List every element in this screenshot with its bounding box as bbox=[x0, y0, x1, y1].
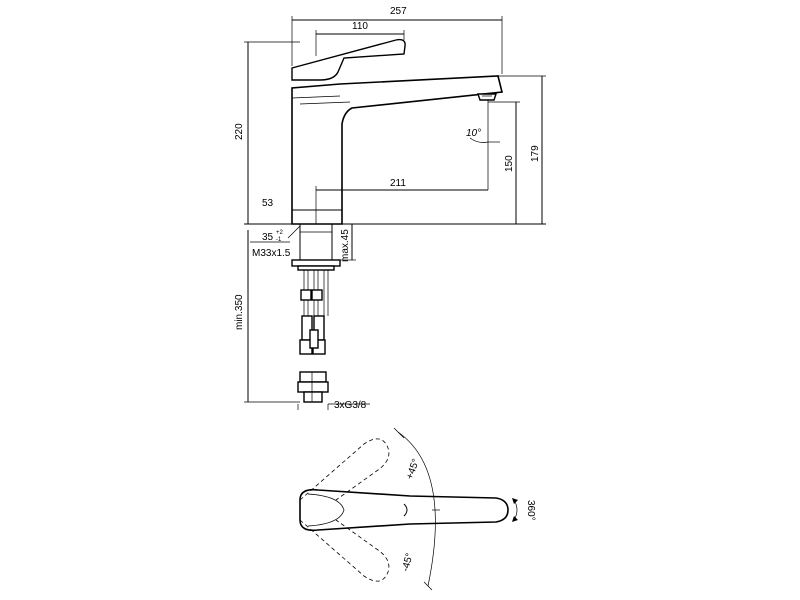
dim-max45: max.45 bbox=[340, 229, 351, 262]
angle-minus45: -45° bbox=[400, 552, 415, 573]
dim-257: 257 bbox=[390, 6, 407, 17]
dim-35-plus: +2 bbox=[276, 230, 284, 236]
dim-35-minus: -1 bbox=[276, 237, 282, 243]
dim-211: 211 bbox=[390, 178, 406, 189]
dim-35: 35 bbox=[262, 232, 274, 243]
angle-plus45: +45° bbox=[404, 458, 422, 481]
dim-150: 150 bbox=[504, 155, 515, 172]
dimension-lines bbox=[244, 16, 546, 410]
dim-179: 179 bbox=[530, 145, 541, 162]
dim-220: 220 bbox=[234, 123, 245, 140]
dim-min350: min.350 bbox=[234, 294, 245, 330]
dim-thread: M33x1.5 bbox=[252, 248, 291, 259]
dim-connections: 3xG3/8 bbox=[334, 400, 367, 411]
faucet-side-view bbox=[291, 38, 503, 225]
dim-10-deg: 10° bbox=[466, 128, 481, 139]
dim-53: 53 bbox=[262, 198, 274, 209]
mounting-assembly bbox=[291, 223, 341, 403]
top-view-labels: +45° -45° 360° bbox=[400, 458, 536, 573]
swivel-360: 360° bbox=[525, 500, 536, 521]
dim-110: 110 bbox=[352, 21, 368, 32]
dimension-labels: 257 110 220 211 53 150 179 10° 35 +2 -1 … bbox=[234, 6, 541, 411]
faucet-top-view bbox=[299, 427, 518, 591]
